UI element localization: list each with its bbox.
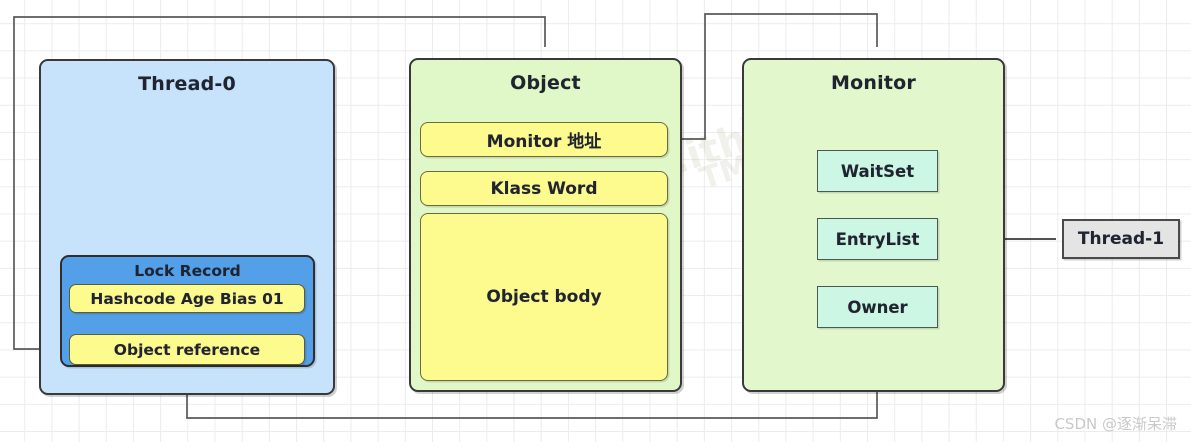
object-row-object-body[interactable]: Object body — [420, 213, 668, 381]
lock-record-title: Lock Record — [134, 262, 241, 280]
thread0-title: Thread-0 — [138, 73, 236, 95]
object-row-klass-word[interactable]: Klass Word — [420, 171, 668, 206]
monitor-field-entrylist[interactable]: EntryList — [817, 218, 938, 260]
lock-record-row-hashcode[interactable]: Hashcode Age Bias 01 — [69, 284, 305, 313]
footer-credit: CSDN @逐渐呆滞 — [1054, 415, 1177, 433]
object-title: Object — [510, 72, 581, 94]
connector-object-reference-to-object — [13, 16, 546, 350]
monitor-field-owner[interactable]: Owner — [817, 286, 938, 328]
monitor-title: Monitor — [831, 72, 916, 94]
object-row-monitor-address[interactable]: Monitor 地址 — [420, 122, 668, 157]
lock-record-row-object-reference[interactable]: Object reference — [69, 334, 305, 365]
monitor-field-waitset[interactable]: WaitSet — [817, 150, 938, 192]
thread1-box[interactable]: Thread-1 — [1062, 219, 1180, 259]
connector-monitor-address-to-monitor — [668, 13, 878, 140]
